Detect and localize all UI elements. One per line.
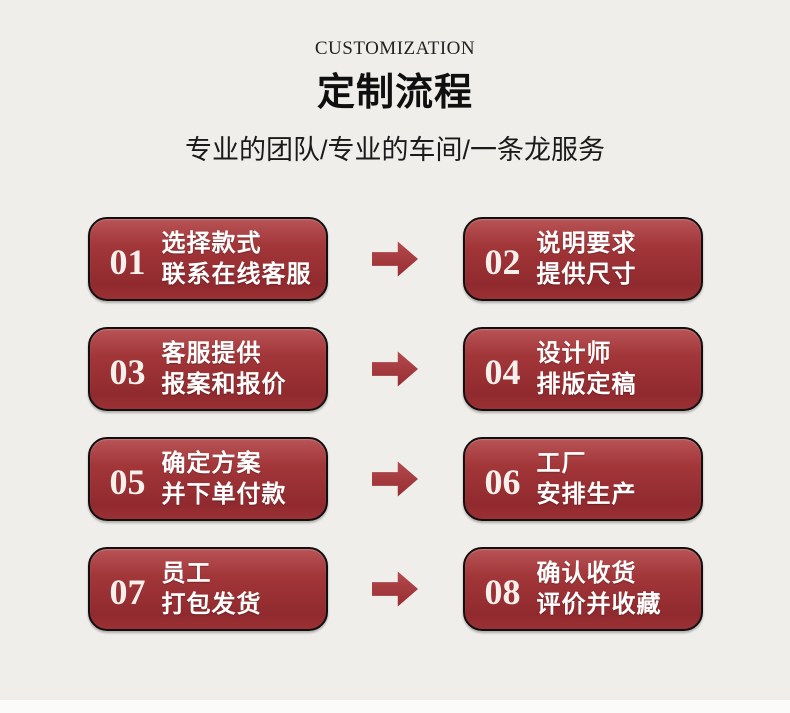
arrow-right-icon [372,461,418,497]
step-line-2: 评价并收藏 [536,591,662,618]
bottom-strip [0,700,790,713]
step-number: 02 [484,242,521,282]
step-card-03: 03 客服提供 报案和报价 [87,327,328,411]
eyebrow-text: CUSTOMIZATION [314,38,476,59]
subtitle: 专业的团队/专业的车间/一条龙服务 [184,135,605,165]
step-line-1: 工厂 [536,450,587,477]
step-number: 08 [484,572,521,612]
arrow-cell [328,570,463,608]
arrow-cell [328,460,463,498]
step-number: 04 [484,352,521,392]
step-text: 员工 打包发货 [162,558,262,620]
step-text: 确定方案 并下单付款 [162,448,287,510]
step-text: 工厂 安排生产 [537,448,637,510]
step-line-2: 排版定稿 [536,371,637,398]
process-row-4: 07 员工 打包发货 08 确认收货 评价并收藏 [87,547,703,631]
step-number: 01 [109,242,146,282]
arrow-right-icon [372,241,418,277]
step-number: 05 [109,462,146,502]
step-line-1: 说明要求 [536,230,637,257]
arrow-right-icon [372,351,418,387]
step-line-1: 员工 [161,560,212,587]
step-card-07: 07 员工 打包发货 [87,547,328,631]
step-line-1: 选择款式 [161,230,262,257]
step-line-1: 客服提供 [161,340,262,367]
step-card-08: 08 确认收货 评价并收藏 [462,547,703,631]
step-number: 03 [109,352,146,392]
step-text: 设计师 排版定稿 [537,338,637,400]
step-text: 选择款式 联系在线客服 [162,228,312,290]
header: CUSTOMIZATION 定制流程 专业的团队/专业的车间/一条龙服务 [0,0,790,168]
step-number: 07 [109,572,146,612]
step-line-1: 设计师 [536,340,612,367]
process-row-3: 05 确定方案 并下单付款 06 工厂 安排生产 [87,437,703,521]
step-line-1: 确定方案 [161,450,262,477]
step-line-2: 联系在线客服 [161,261,312,288]
step-text: 确认收货 评价并收藏 [537,558,662,620]
process-row-1: 01 选择款式 联系在线客服 02 说明要求 提供尺寸 [87,217,703,301]
process-row-2: 03 客服提供 报案和报价 04 设计师 排版定稿 [87,327,703,411]
arrow-cell [328,240,463,278]
step-number: 06 [484,462,521,502]
step-line-1: 确认收货 [536,560,637,587]
step-card-06: 06 工厂 安排生产 [462,437,703,521]
step-card-05: 05 确定方案 并下单付款 [87,437,328,521]
process-flow: 01 选择款式 联系在线客服 02 说明要求 提供尺寸 03 客服提供 报案和报… [0,217,790,631]
step-text: 说明要求 提供尺寸 [537,228,637,290]
step-line-2: 报案和报价 [161,371,287,398]
step-card-04: 04 设计师 排版定稿 [462,327,703,411]
step-card-02: 02 说明要求 提供尺寸 [462,217,703,301]
step-text: 客服提供 报案和报价 [162,338,287,400]
arrow-right-icon [372,571,418,607]
page-title: 定制流程 [316,72,473,114]
step-line-2: 安排生产 [536,481,637,508]
step-line-2: 打包发货 [161,591,262,618]
step-line-2: 提供尺寸 [536,261,637,288]
arrow-cell [328,350,463,388]
step-card-01: 01 选择款式 联系在线客服 [87,217,328,301]
step-line-2: 并下单付款 [161,481,287,508]
